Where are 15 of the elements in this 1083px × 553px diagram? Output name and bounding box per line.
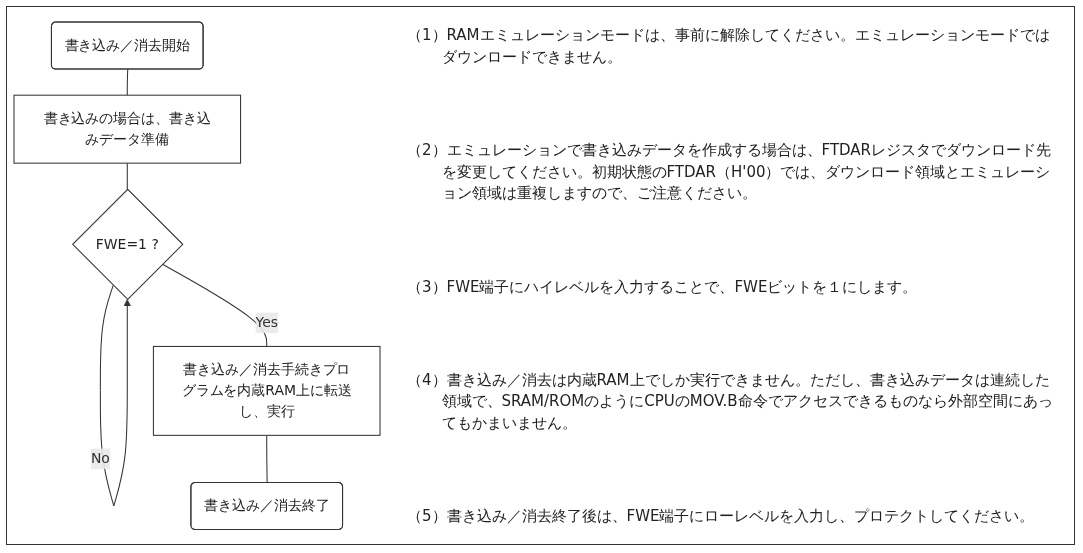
node-box: 書き込みの場合は、書き込みデータ準備 [13, 94, 242, 164]
note-text: （1）RAMエミュレーションモードは、事前に解除してください。エミュレーションモードではダウンロードできません。 [407, 25, 1051, 68]
connector [126, 68, 129, 96]
edge-label: Yes [255, 313, 278, 331]
node-box: 書き込み／消去手続きプログラムを内蔵RAM上に転送し、実行 [152, 345, 381, 436]
connector [266, 434, 268, 484]
edge-label: No [90, 449, 110, 467]
node-diamond: FWE=1 ? [71, 188, 184, 300]
arrow [99, 284, 132, 507]
note-text: （5）書き込み／消去終了後は、FWE端子にローレベルを入力し、プロテクトしてください。 [407, 506, 1036, 528]
note-text: （2）エミュレーションで書き込みデータを作成する場合は、FTDARレジスタでダウンロード先を変更してください。初期状態のFTDAR（H'00）では、ダウンロード領域とエミュレーション領域は重複しますので、ご注意ください。 [407, 139, 1053, 205]
note-text: （3）FWE端子にハイレベルを入力することで、FWEビットを１にします。 [407, 276, 919, 298]
note-text: （4）書き込み／消去は内蔵RAM上でしか実行できません。ただし、書き込みデータは連続した領域で、SRAM/ROMのようにCPUのMOV.B命令でアクセスできるものなら外部空間にあってもかまいません。 [407, 369, 1054, 435]
connector [161, 263, 268, 347]
connector [126, 162, 128, 190]
